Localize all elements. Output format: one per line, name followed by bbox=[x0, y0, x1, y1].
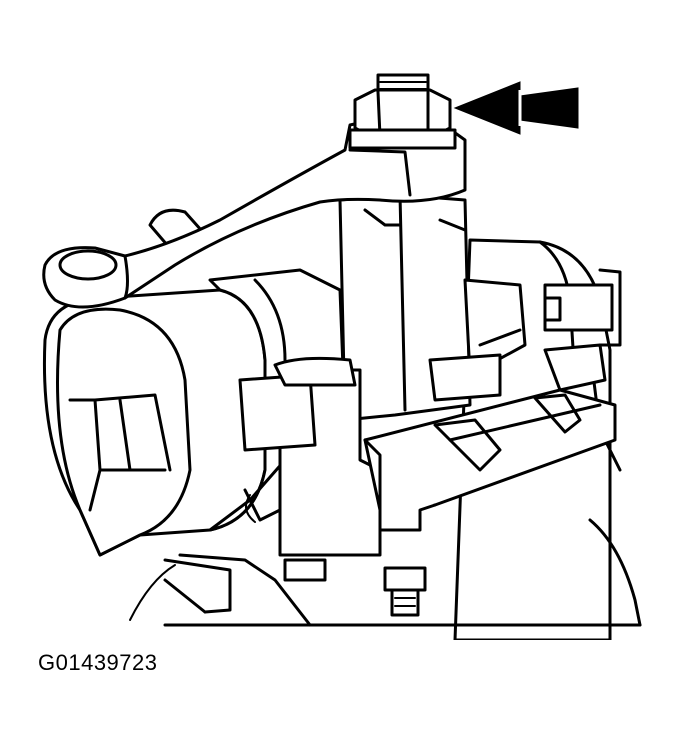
gear-end-cap bbox=[42, 208, 267, 557]
base-bolts bbox=[283, 558, 427, 617]
steering-gear-illustration bbox=[42, 73, 642, 640]
side-bolt bbox=[543, 268, 622, 347]
mounting-base bbox=[238, 353, 502, 557]
arrow-indicator-icon bbox=[453, 81, 579, 135]
right-bracket bbox=[463, 278, 527, 377]
pitman-shaft-nut bbox=[348, 73, 457, 150]
mounting-rail bbox=[363, 343, 617, 532]
figure-code: G01439723 bbox=[38, 650, 158, 675]
lower-frame bbox=[129, 553, 642, 627]
pitman-arm bbox=[42, 117, 467, 309]
